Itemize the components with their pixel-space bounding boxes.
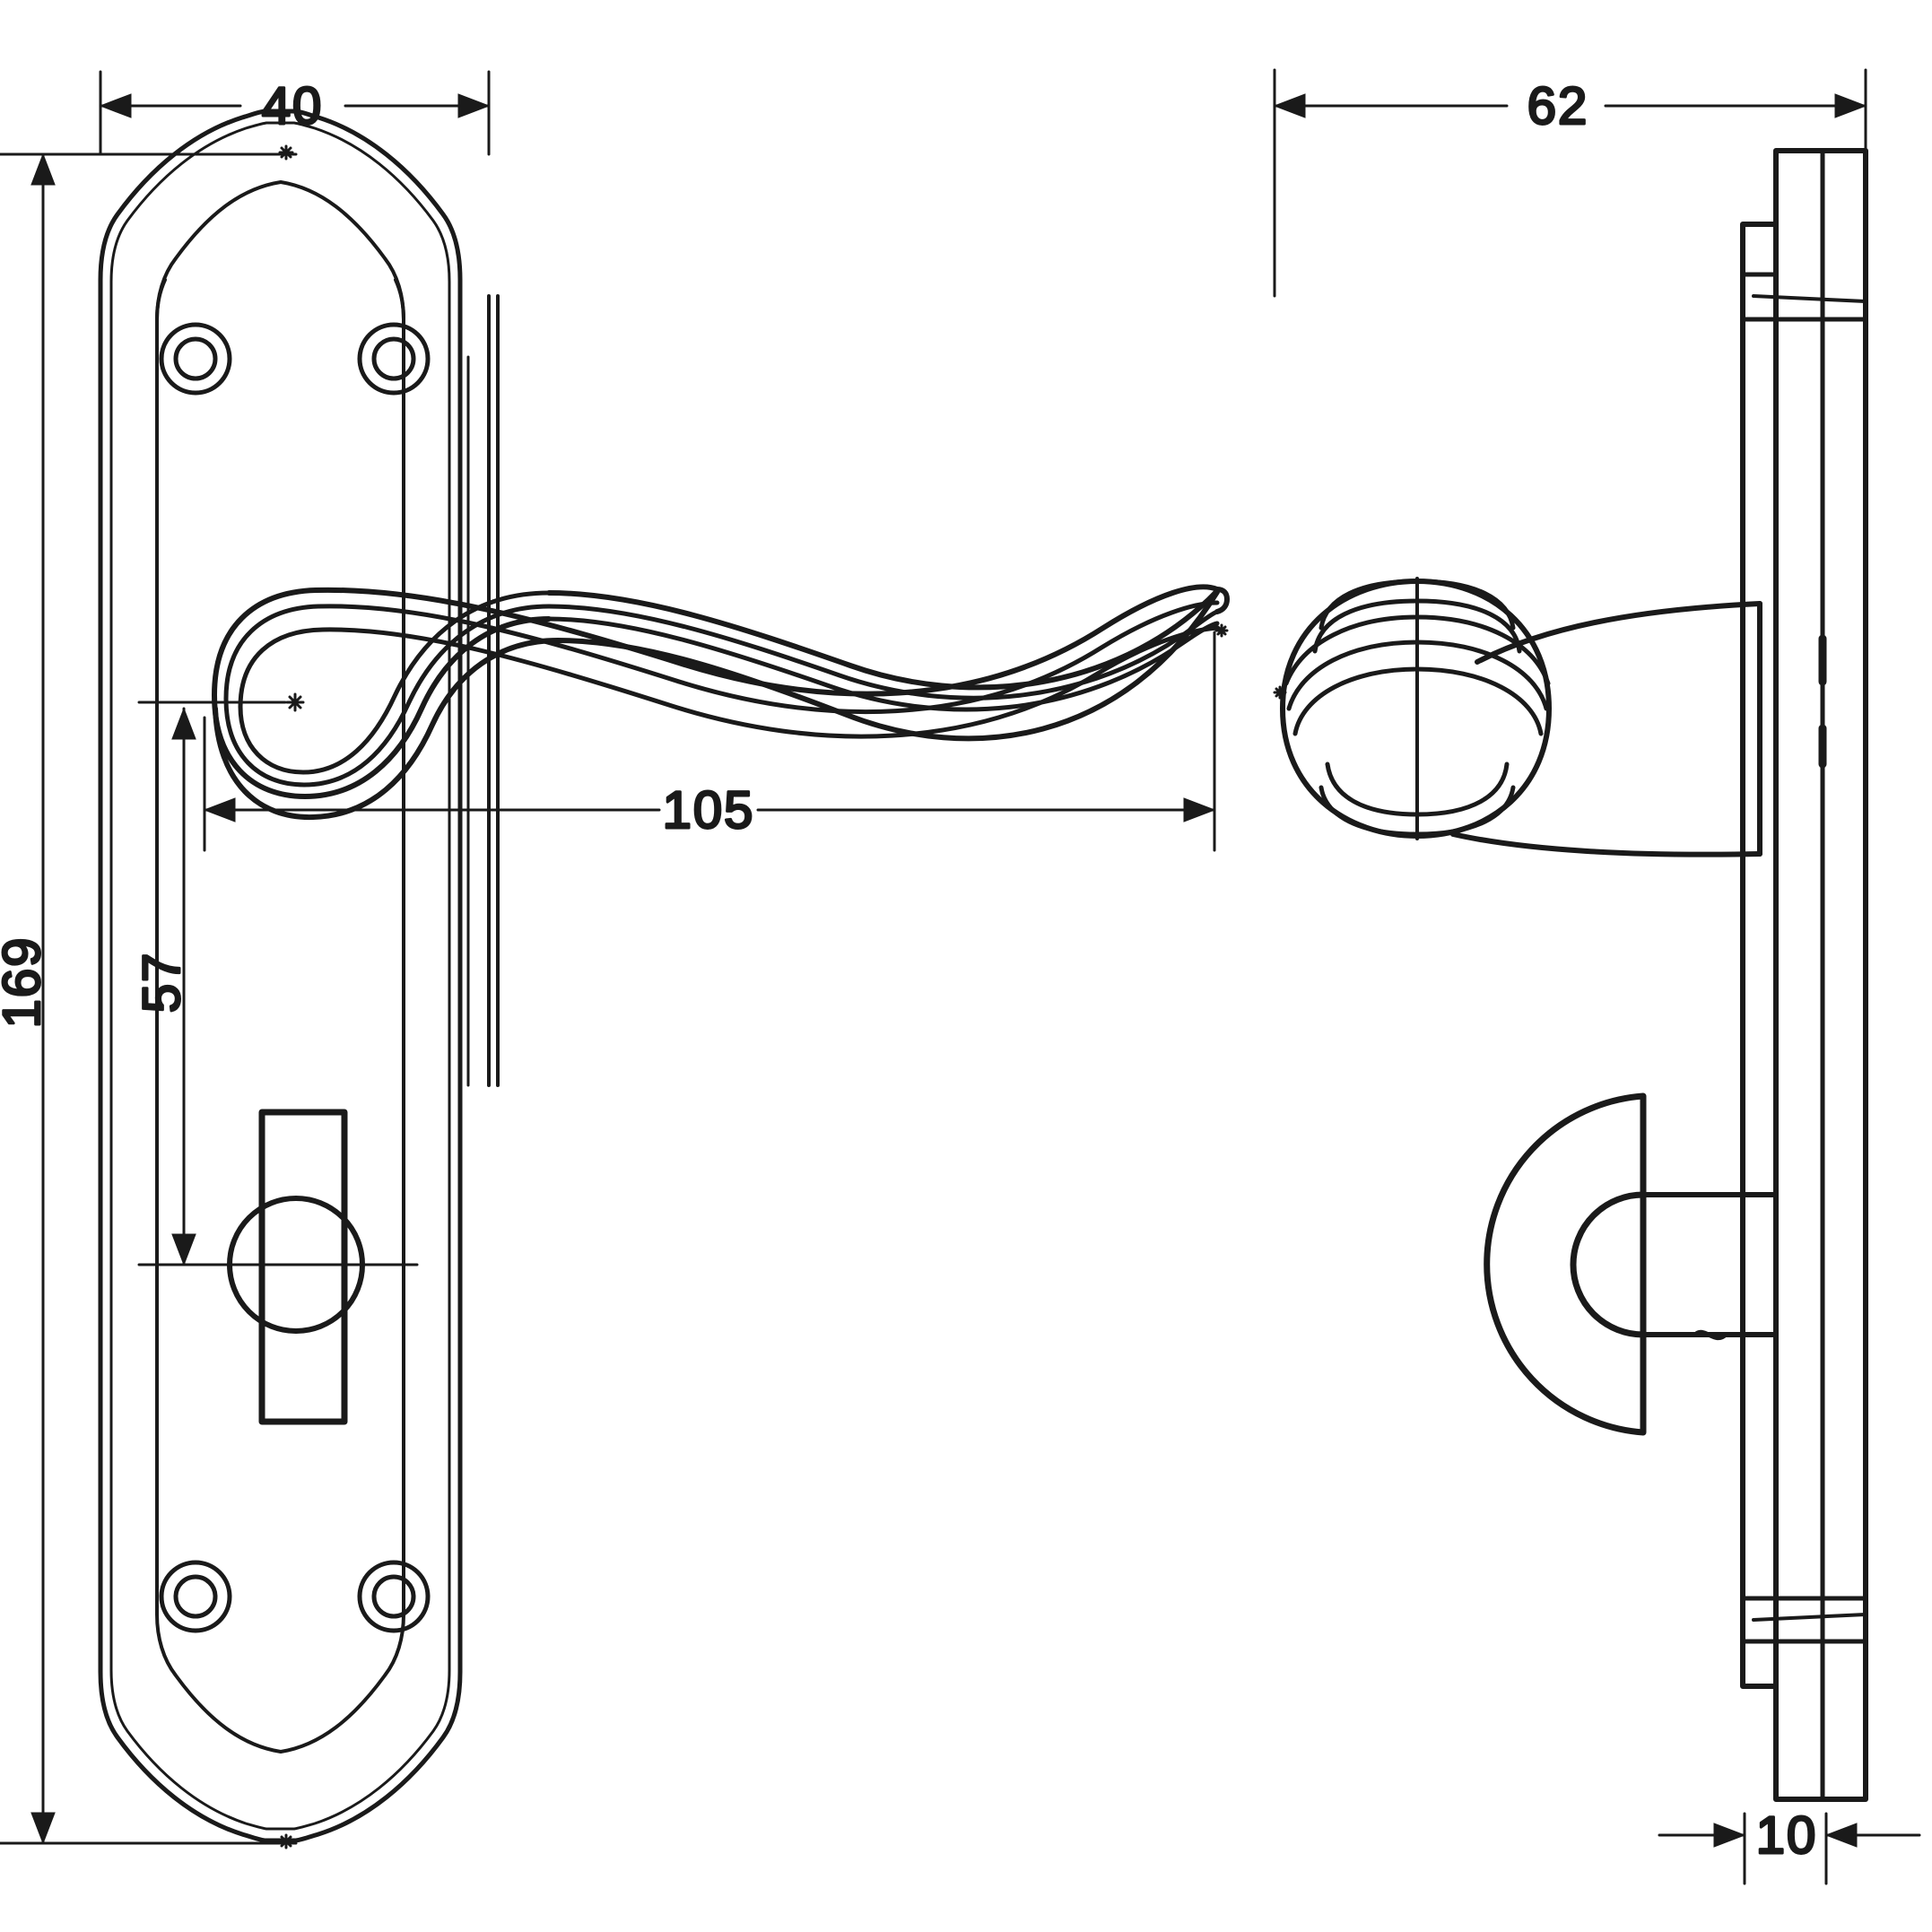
dim-10-label: 10 (1756, 1806, 1818, 1865)
plate-base-centre-mark (278, 1833, 294, 1849)
side-plate-back-rail (1740, 222, 1779, 1689)
screw-hole-bottom-right-inner (371, 1574, 416, 1619)
backplate-inner-border (155, 180, 405, 1754)
backplate-outer-offset-line (109, 121, 451, 1831)
plate-apex-centre-mark (278, 144, 294, 161)
screw-hole-bottom-left-outer (159, 1560, 232, 1633)
side-plate-step-top3 (1752, 294, 1867, 303)
dim-57-label: 57 (133, 952, 191, 1014)
lever-scroll-third (238, 590, 552, 775)
lever-scroll-second (223, 604, 552, 788)
lever-underside (213, 589, 1220, 821)
centre-mark-lever-scroll (285, 692, 305, 712)
dim-105-label: 105 (663, 781, 755, 840)
screw-hole-top-left-outer (159, 322, 232, 396)
side-lever-neck-bottom (1450, 831, 1762, 857)
screw-hole-top-right-inner (371, 336, 416, 381)
dimensions-group: 40 169 105 57 62 10 (0, 68, 1921, 1885)
lever-third-top-edge (238, 625, 1220, 739)
dim-62-label: 62 (1527, 77, 1589, 135)
lever-scroll-outer (212, 616, 552, 799)
border-fillet-top-left (155, 278, 167, 321)
centre-mark-lever-tip (1214, 623, 1229, 638)
screw-hole-bottom-right-outer (357, 1560, 431, 1633)
screw-hole-top-left-inner (173, 336, 218, 381)
screw-hole-bottom-left-inner (173, 1574, 218, 1619)
side-thumbturn-break-line (1693, 1329, 1728, 1341)
backplate-outer-outline (98, 109, 463, 1843)
front-view-group (98, 109, 1230, 1843)
lever-tip (1214, 587, 1230, 614)
lever-lower-inner-edge-a (546, 616, 1220, 712)
side-lever-neck-top (1475, 601, 1762, 665)
lever-lower-outer-edge (546, 587, 1220, 691)
side-plate-step-bottom3 (1752, 1613, 1867, 1622)
lever-outer-top-edge (212, 584, 1220, 698)
side-thumbturn-outer (1484, 1092, 1647, 1436)
side-thumbturn-inner-arc (1570, 1191, 1647, 1338)
side-thumbturn-spindle-block (1640, 1192, 1779, 1337)
screw-hole-top-right-outer (357, 322, 431, 396)
lever-second-top-edge (223, 600, 1220, 715)
dim-169-label: 169 (0, 936, 51, 1029)
side-view-group (1273, 148, 1868, 1802)
thumbturn-knob-front (258, 1109, 348, 1425)
border-fillet-top-right (394, 278, 405, 321)
dim-40-label: 40 (262, 77, 324, 135)
centre-mark-side-knob (1273, 685, 1287, 700)
